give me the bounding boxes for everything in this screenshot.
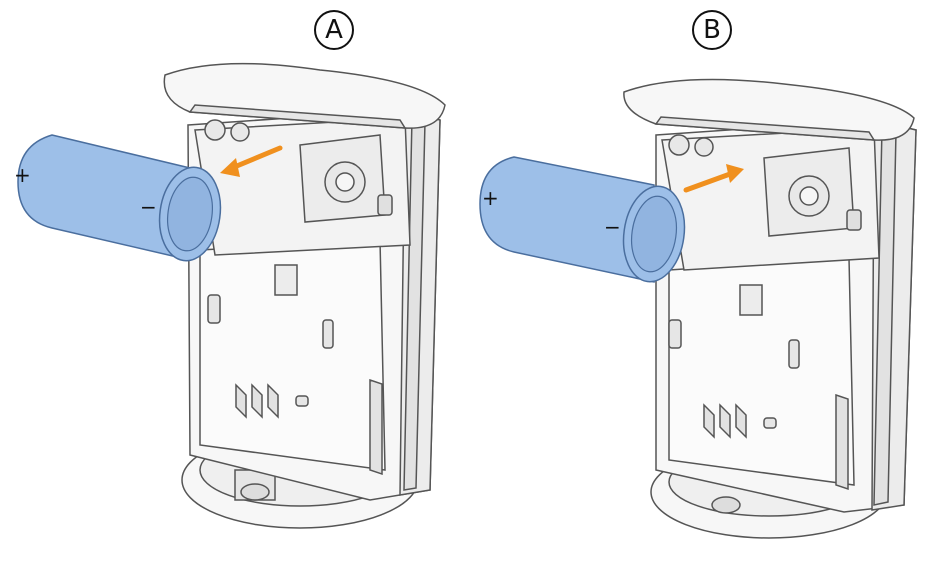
detector-lid (623, 78, 915, 141)
panel-label-b: B (692, 10, 732, 50)
detector-illustration-a: + − (14, 62, 446, 529)
battery-b: + − (479, 156, 686, 283)
insertion-arrow-b (683, 164, 744, 193)
negative-terminal-label: − (604, 215, 621, 239)
panel-b: B (464, 0, 928, 566)
positive-terminal-label: + (14, 163, 31, 187)
insertion-arrow-a (220, 145, 283, 177)
battery-a: + − (14, 134, 222, 262)
detector-lid (163, 62, 446, 129)
detector-housing (655, 119, 917, 513)
panel-a: A (14, 10, 446, 529)
positive-terminal-label: + (482, 186, 499, 210)
negative-terminal-label: − (140, 195, 157, 219)
panel-label-a: A (314, 10, 354, 50)
detector-illustration-b: + − (479, 78, 917, 539)
